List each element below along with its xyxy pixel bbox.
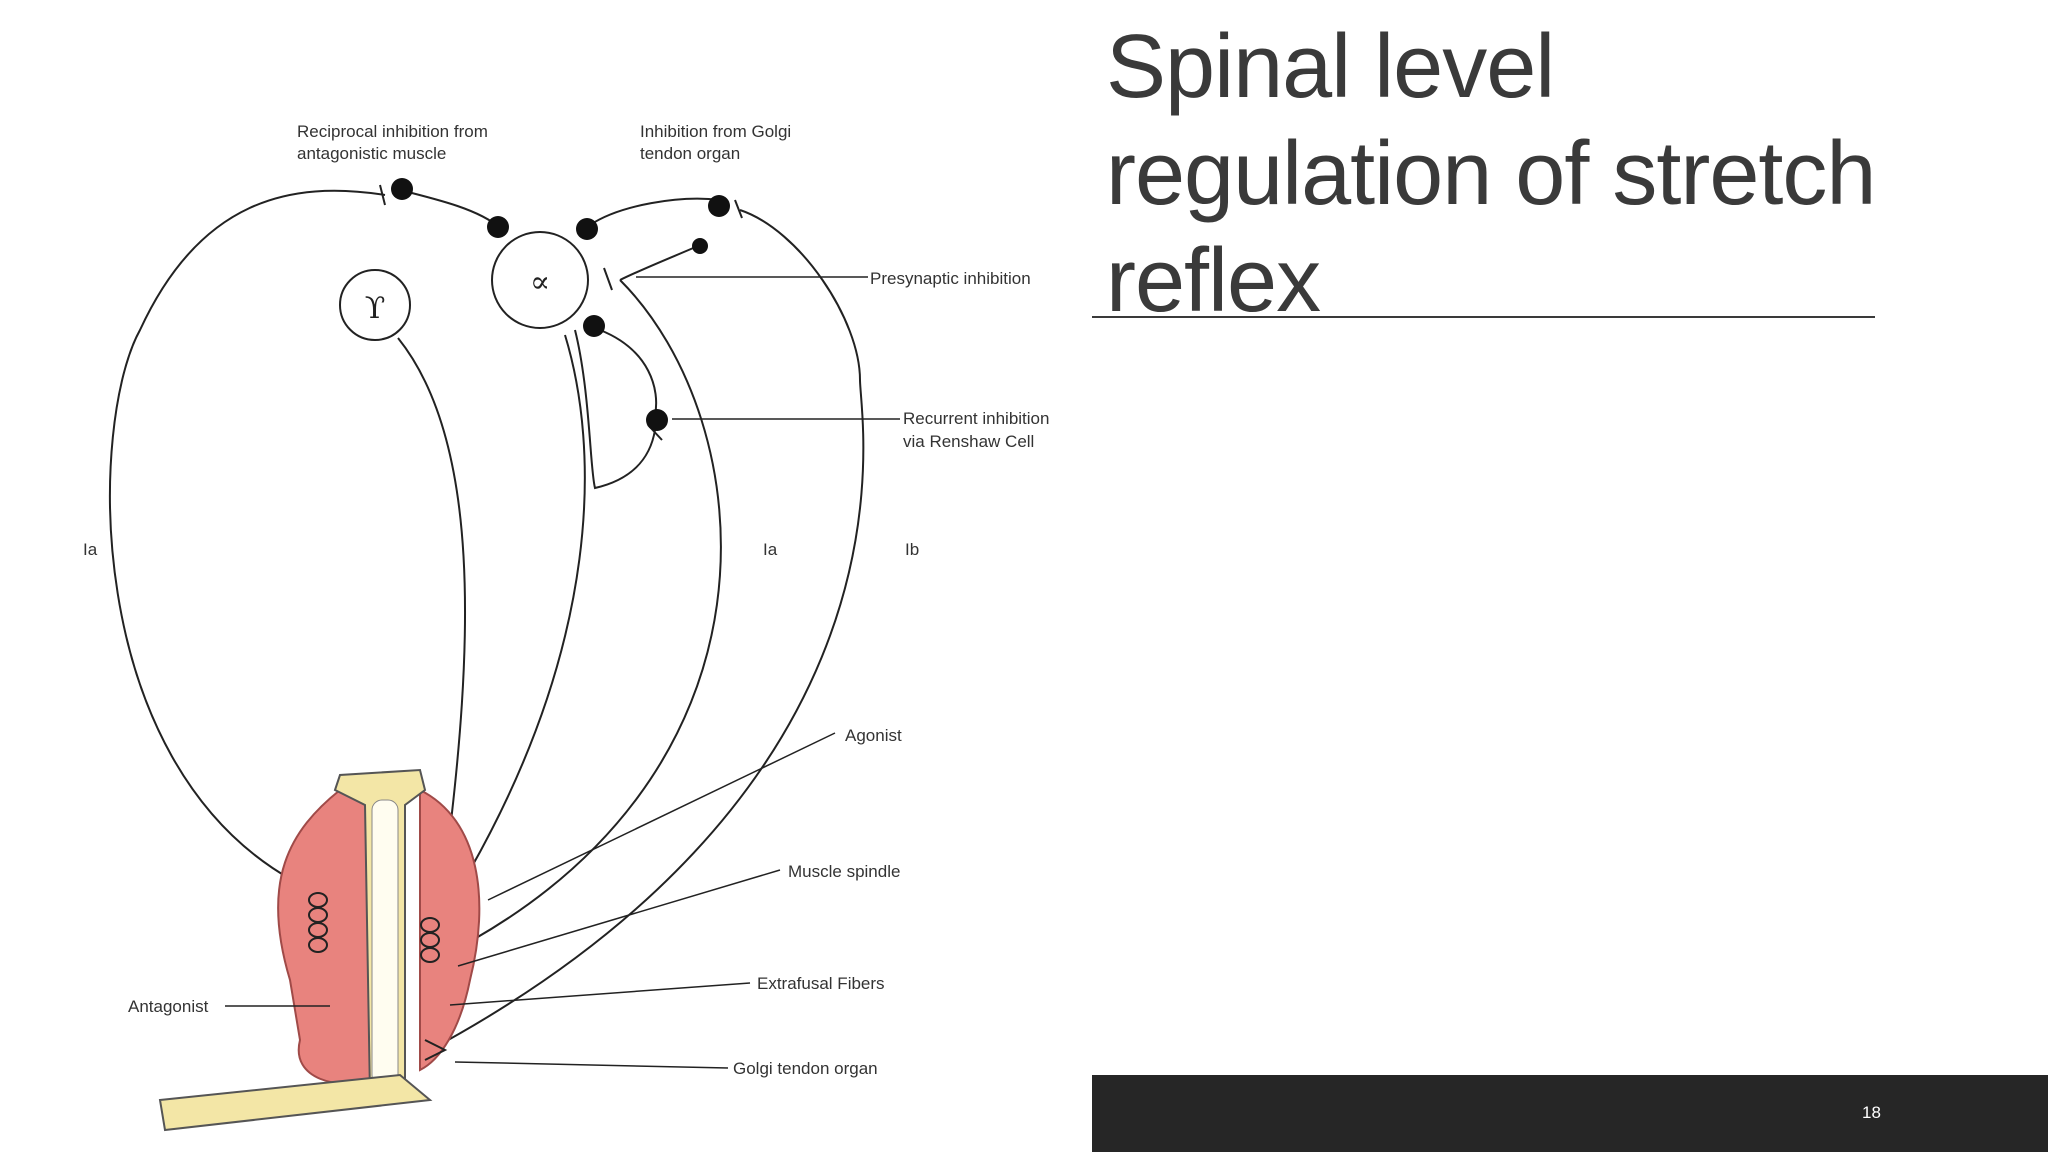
alpha-motor-neuron (491, 231, 589, 329)
label-reciprocal-2: antagonistic muscle (297, 144, 446, 163)
label-muscle-spindle: Muscle spindle (788, 862, 900, 881)
ia-agonist-fiber (434, 279, 722, 961)
synapse-dot (692, 238, 708, 254)
gamma-motor-neuron (339, 269, 411, 341)
muscle-illustration (158, 768, 481, 1132)
label-golgi-inhibition-2: tendon organ (640, 144, 740, 163)
renshaw-collateral (574, 329, 656, 490)
synapse-dot (583, 315, 605, 337)
page-number: 18 (1862, 1103, 1881, 1122)
alpha-symbol: ∝ (530, 265, 550, 300)
presynaptic-fiber (619, 245, 699, 281)
label-ia-left: Ia (83, 540, 98, 559)
synapse-dot (487, 216, 509, 238)
label-presynaptic: Presynaptic inhibition (870, 269, 1031, 288)
label-recurrent-1: Recurrent inhibition (903, 409, 1049, 428)
reciprocal-fiber (399, 189, 501, 229)
label-antagonist: Antagonist (128, 997, 209, 1016)
label-recurrent-2: via Renshaw Cell (903, 432, 1034, 451)
alpha-motor-fiber (469, 334, 586, 871)
golgi-interneuron-fiber (589, 197, 721, 226)
footer-bar (1092, 1075, 2048, 1152)
stretch-reflex-diagram: ϒ ∝ Re (83, 122, 1049, 1132)
synapse-dot (391, 178, 413, 200)
label-ib: Ib (905, 540, 919, 559)
gamma-motor-fiber (397, 337, 466, 871)
gamma-symbol: ϒ (365, 291, 386, 326)
label-agonist: Agonist (845, 726, 902, 745)
label-ia-right: Ia (763, 540, 778, 559)
synapse-dot (708, 195, 730, 217)
label-reciprocal-1: Reciprocal inhibition from (297, 122, 488, 141)
title-underline (1092, 316, 1875, 318)
synapse-dot (576, 218, 598, 240)
ib-fiber (429, 209, 865, 1051)
ia-antagonist-fiber (109, 189, 386, 881)
label-golgi-tendon-organ: Golgi tendon organ (733, 1059, 878, 1078)
synapse-dot (646, 409, 668, 431)
renshaw-loop (599, 329, 658, 416)
slide-title: Spinal level regulation of stretch refle… (1106, 17, 1876, 331)
label-golgi-inhibition-1: Inhibition from Golgi (640, 122, 791, 141)
label-extrafusal-fibers: Extrafusal Fibers (757, 974, 885, 993)
